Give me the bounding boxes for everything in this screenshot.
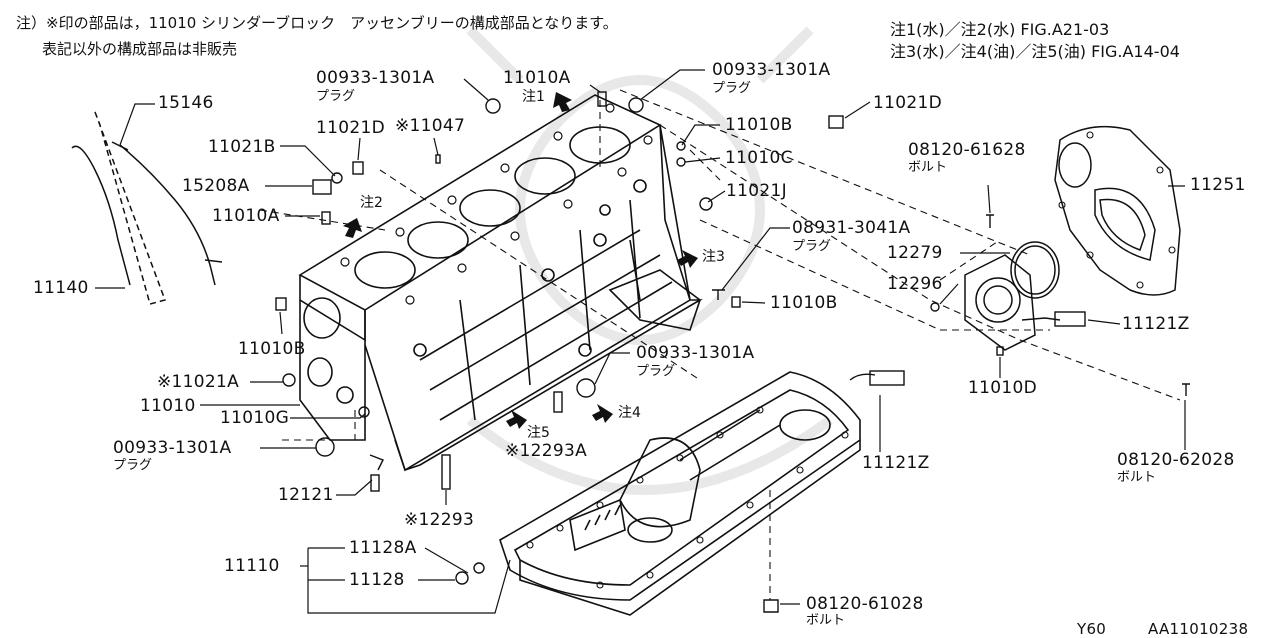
part-label-11121z-bottom[interactable]: 11121Z	[862, 453, 930, 473]
callout-note-3: 注3	[702, 249, 725, 265]
part-label-11010b-left[interactable]: 11010B	[238, 339, 306, 359]
part-label-11128a[interactable]: 11128A	[349, 538, 417, 558]
sensors	[849, 311, 1086, 386]
callout-note-4: 注4	[618, 405, 641, 421]
part-label-11140[interactable]: 11140	[33, 278, 89, 298]
header-note-line1: 注）※印の部品は，11010 シリンダーブロック アッセンブリーの構成部品となり…	[16, 14, 618, 32]
part-label-11010[interactable]: 11010	[140, 396, 196, 416]
part-label-00933-1301a-middle[interactable]: 00933-1301A	[636, 343, 755, 363]
alignment-lines	[259, 89, 1181, 600]
leader-lines	[95, 69, 1186, 614]
footer-figure-code: AA11010238	[1148, 620, 1249, 638]
part-label-12296[interactable]: 12296	[887, 274, 943, 294]
callout-note-1: 注1	[522, 89, 545, 105]
fig-reference-line1: 注1(水)／注2(水) FIG.A21-03	[890, 20, 1110, 39]
part-label-12293[interactable]: ※12293	[404, 510, 475, 530]
part-label-12293a[interactable]: ※12293A	[505, 441, 588, 461]
footer-model: Y60	[1077, 620, 1107, 638]
part-sub-bolt: ボルト	[806, 613, 846, 628]
part-label-11110[interactable]: 11110	[224, 556, 280, 576]
part-label-11010g[interactable]: 11010G	[220, 408, 290, 428]
part-label-15208a[interactable]: 15208A	[182, 176, 250, 196]
part-label-11010a-top[interactable]: 11010A	[503, 68, 571, 88]
callout-note-2: 注2	[360, 195, 383, 211]
part-label-08120-62028[interactable]: 08120-62028	[1117, 450, 1235, 470]
part-label-11128[interactable]: 11128	[349, 570, 405, 590]
fig-reference-line2: 注3(水)／注4(油)／注5(油) FIG.A14-04	[890, 42, 1180, 61]
part-sub-plug: プラグ	[712, 81, 752, 96]
part-label-11021a[interactable]: ※11021A	[157, 372, 240, 392]
part-label-11010b-top[interactable]: 11010B	[725, 115, 793, 135]
part-label-08120-61628[interactable]: 08120-61628	[908, 140, 1026, 160]
rear-plate	[1054, 125, 1181, 296]
rear-seal-retainer	[964, 241, 1060, 351]
part-label-11010d[interactable]: 11010D	[968, 378, 1037, 398]
part-label-11010a-left[interactable]: 11010A	[212, 206, 280, 226]
part-sub-plug: プラグ	[316, 89, 356, 104]
part-label-00933-1301a-top-right[interactable]: 00933-1301A	[712, 60, 831, 80]
part-label-11010c[interactable]: 11010C	[725, 148, 793, 168]
watermark	[466, 26, 833, 495]
callout-note-5: 注5	[527, 425, 550, 441]
part-label-00933-1301a-top-left[interactable]: 00933-1301A	[316, 68, 435, 88]
part-label-11021d-right[interactable]: 11021D	[873, 93, 942, 113]
header-note-line2: 表記以外の構成部品は非販売	[42, 40, 238, 58]
part-sub-plug: プラグ	[113, 458, 153, 473]
part-label-11251[interactable]: 11251	[1190, 175, 1246, 195]
part-label-11121z-right[interactable]: 11121Z	[1122, 314, 1190, 334]
part-label-08120-61028[interactable]: 08120-61028	[806, 594, 924, 614]
part-label-12121[interactable]: 12121	[278, 485, 334, 505]
part-label-11010b-right[interactable]: 11010B	[770, 293, 838, 313]
part-sub-bolt: ボルト	[908, 160, 948, 175]
part-label-11021j[interactable]: 11021J	[726, 181, 787, 201]
part-label-11021d-left[interactable]: 11021D	[316, 118, 385, 138]
part-label-11047[interactable]: ※11047	[395, 116, 466, 136]
small-parts	[275, 91, 1190, 613]
part-sub-bolt: ボルト	[1117, 470, 1157, 485]
part-label-08931-3041a[interactable]: 08931-3041A	[792, 218, 911, 238]
part-label-00933-1301a-bottom-left[interactable]: 00933-1301A	[113, 438, 232, 458]
callout-arrows	[343, 92, 698, 429]
dipstick	[71, 111, 223, 305]
part-sub-plug: プラグ	[636, 364, 676, 379]
part-label-15146[interactable]: 15146	[158, 93, 214, 113]
part-sub-plug: プラグ	[792, 239, 832, 254]
oil-pan	[499, 371, 861, 616]
part-label-11021b[interactable]: 11021B	[208, 137, 276, 157]
part-label-12279[interactable]: 12279	[887, 243, 943, 263]
